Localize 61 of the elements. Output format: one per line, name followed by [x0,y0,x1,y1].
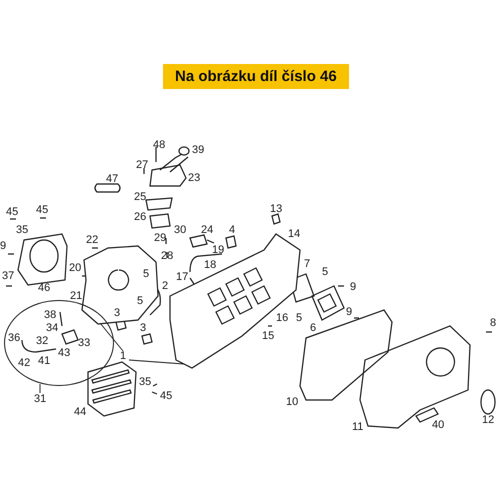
callout-number: 29 [154,232,166,244]
callout-number: 17 [176,271,188,283]
callout-number: 20 [69,262,82,274]
callout-number: 5 [143,268,150,280]
callout-number: 10 [286,396,298,408]
callout-number: 41 [38,355,50,367]
callout-number: 14 [288,228,300,240]
callout-number: 35 [139,376,152,388]
callout-number: 27 [136,159,148,171]
callout-number: 11 [352,421,364,433]
callout-number: 5 [322,266,328,278]
callout-number: 36 [8,332,20,344]
callout-number: 40 [432,419,444,431]
callout-number: 5 [137,295,144,307]
callout-number: 9 [0,240,6,252]
callout-number: 8 [490,317,496,329]
leader-line [100,322,124,352]
callout-number: 24 [201,224,214,236]
callout-number: 15 [262,330,274,342]
callout-number: 9 [346,306,352,318]
callout-number: 22 [86,234,98,246]
callout-number: 2 [162,280,168,292]
callout-number: 3 [114,307,120,319]
callout-number: 19 [212,244,224,256]
callout-number: 45 [6,206,18,218]
callout-number: 37 [2,270,14,282]
callout-number: 39 [192,144,204,156]
callout-number: 26 [134,211,146,223]
callout-number: 13 [270,203,282,215]
callout-number: 45 [160,390,172,402]
leader-line [128,360,184,364]
callout-number: 43 [58,347,70,359]
callout-number: 47 [106,173,118,185]
callout-number: 16 [276,312,288,324]
callout-number: 30 [174,224,186,236]
callout-number: 33 [78,337,90,349]
title-banner: Na obrázku díl číslo 46 [163,64,349,89]
callout-number: 35 [16,224,28,236]
callout-number: 23 [188,172,200,184]
callout-number: 42 [18,357,30,369]
detail-circle [4,300,114,386]
callout-number: 44 [74,406,86,418]
callout-number: 4 [229,224,236,236]
callout-number: 32 [36,335,48,347]
callout-number: 25 [134,191,146,203]
callout-number: 18 [204,259,216,271]
callout-number: 45 [36,204,48,216]
callout-number: 21 [70,290,82,302]
callout-number: 48 [153,139,166,151]
callout-number: 1 [120,350,126,362]
callout-number: 7 [304,258,310,270]
callout-number: 3 [140,322,146,334]
callout-number: 38 [44,309,56,321]
callout-number: 9 [350,281,356,293]
callout-number: 46 [38,282,50,294]
callout-number: 31 [34,393,46,405]
callout-number: 6 [310,322,316,334]
callout-number: 28 [161,250,174,262]
callout-number: 12 [482,414,494,426]
callout-number: 5 [296,312,302,324]
callout-number: 34 [46,322,58,334]
